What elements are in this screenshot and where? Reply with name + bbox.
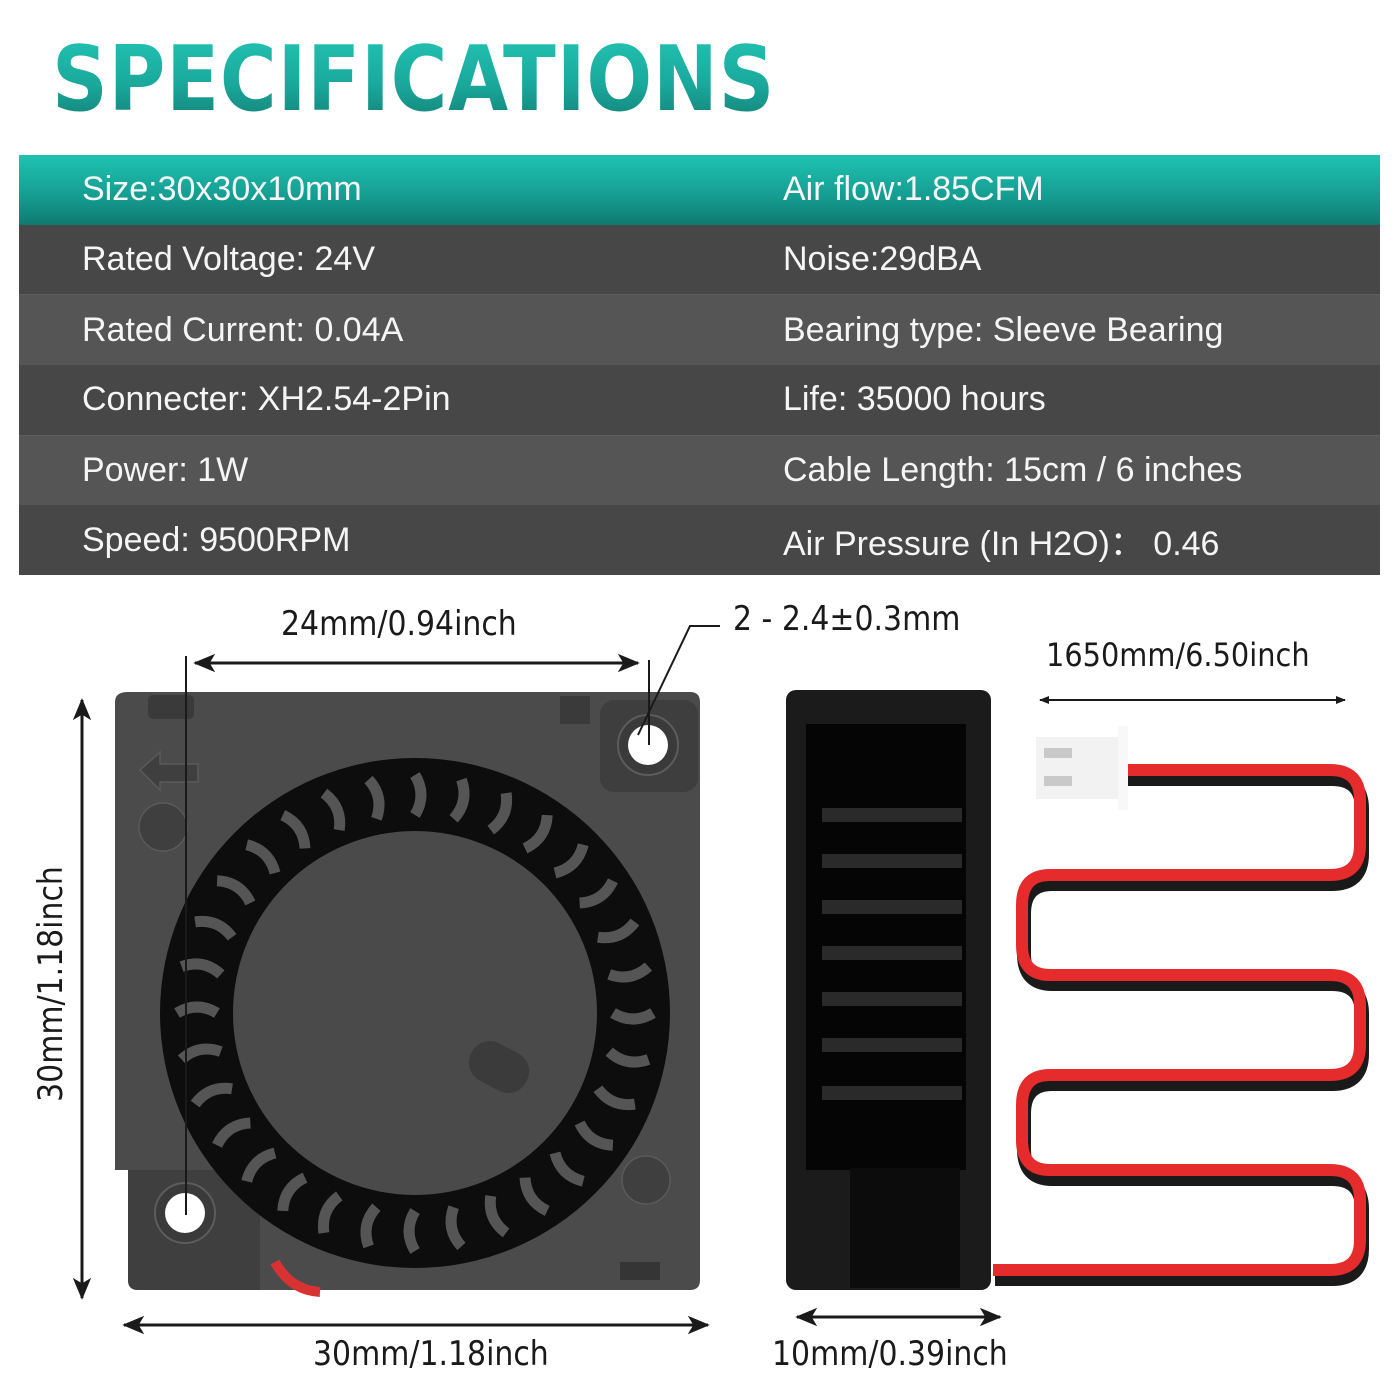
thickness-label: 10mm/0.39inch xyxy=(772,1334,1008,1374)
spec-rated-voltage: Rated Voltage: 24V xyxy=(82,240,376,279)
spec-row: Rated Voltage: 24V Noise:29dBA xyxy=(19,224,1380,295)
page-title: SPECIFICATIONS xyxy=(52,27,776,132)
spec-speed: Speed: 9500RPM xyxy=(82,520,351,559)
dimension-lines xyxy=(72,625,1346,1335)
fan-front-view xyxy=(115,692,700,1297)
spec-row: Power: 1W Cable Length: 15cm / 6 inches xyxy=(19,434,1380,506)
spec-noise: Noise:29dBA xyxy=(783,240,982,279)
spec-rated-current: Rated Current: 0.04A xyxy=(82,310,404,349)
spec-air-flow: Air flow:1.85CFM xyxy=(783,170,1044,209)
cable-illustration xyxy=(993,726,1369,1286)
cable-length-label: 1650mm/6.50inch xyxy=(1046,636,1310,674)
spec-row: Size:30x30x10mm Air flow:1.85CFM xyxy=(19,155,1380,225)
spec-row: Rated Current: 0.04A Bearing type: Sleev… xyxy=(19,294,1380,366)
spec-life: Life: 35000 hours xyxy=(783,380,1046,419)
hole-spacing-label: 24mm/0.94inch xyxy=(281,604,517,644)
spec-air-pressure: Air Pressure (In H2O)： 0.46 xyxy=(783,524,1220,563)
width-label: 30mm/1.18inch xyxy=(313,1334,549,1374)
spec-row: Connecter: XH2.54-2Pin Life: 35000 hours xyxy=(19,365,1380,435)
spec-connector: Connecter: XH2.54-2Pin xyxy=(82,380,451,419)
height-label: 30mm/1.18inch xyxy=(31,866,71,1102)
spec-row: Speed: 9500RPM Air Pressure (In H2O)： 0.… xyxy=(19,505,1380,576)
fan-side-view xyxy=(786,690,991,1290)
spec-power: Power: 1W xyxy=(82,451,249,490)
xh-connector xyxy=(1036,726,1128,810)
spec-bearing-type: Bearing type: Sleeve Bearing xyxy=(783,310,1224,349)
spec-cable-length: Cable Length: 15cm / 6 inches xyxy=(783,451,1243,490)
spec-table: Size:30x30x10mm Air flow:1.85CFM Rated V… xyxy=(19,155,1380,576)
spec-size: Size:30x30x10mm xyxy=(82,170,362,209)
hole-diameter-label: 2 - 2.4±0.3mm xyxy=(733,599,961,639)
